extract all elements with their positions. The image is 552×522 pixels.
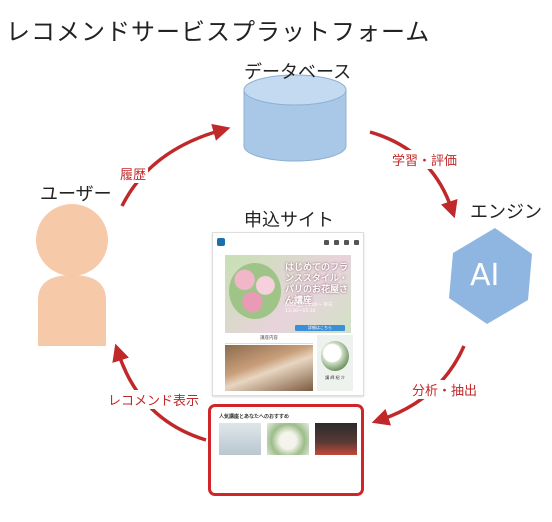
- recommend-card-1: [219, 423, 261, 455]
- engine-label: エンジン: [470, 202, 542, 223]
- recommendation-panel: 人気講座とあなたへのおすすめ: [208, 404, 364, 496]
- flower-photo: [229, 263, 281, 319]
- hero-detail-button: 詳細はこちら: [295, 325, 345, 331]
- course-content-section: 講座内容: [225, 335, 313, 391]
- site-header-icons: [324, 239, 359, 245]
- course-photo: [225, 345, 313, 391]
- course-content-caption: 講座内容: [225, 335, 313, 344]
- hero-title: はじめてのフランススタイル・パリのお花屋さん講座: [285, 263, 349, 306]
- edge-label-analyze-extract: 分析・抽出: [410, 380, 480, 399]
- user-label: ユーザー: [40, 184, 112, 205]
- arrow-learn-eval: [369, 130, 458, 219]
- instructor-caption: 講 師 紹 介: [325, 375, 345, 380]
- instructor-photo: [321, 341, 349, 371]
- edge-label-history: 履歴: [118, 164, 149, 183]
- arrow-history: [120, 123, 231, 207]
- instructor-section: 講 師 紹 介: [317, 335, 353, 391]
- calendar-icon: [334, 239, 339, 245]
- search-icon: [324, 239, 329, 245]
- engine-hexagon-icon: [449, 228, 532, 324]
- recommendation-title: 人気講座とあなたへのおすすめ: [219, 414, 290, 420]
- site-logo-icon: [217, 238, 225, 246]
- menu-icon: [354, 239, 359, 245]
- site-hero-banner: はじめてのフランススタイル・パリのお花屋さん講座 6/20(土) 13:00〜 …: [225, 255, 351, 333]
- site-label: 申込サイト: [244, 210, 334, 231]
- site-screenshot: はじめてのフランススタイル・パリのお花屋さん講座 6/20(土) 13:00〜 …: [212, 232, 364, 396]
- user-icon-small: [344, 239, 349, 245]
- database-icon: [243, 74, 347, 162]
- recommend-card-3: [315, 423, 357, 455]
- database-label: データベース: [244, 62, 352, 83]
- page-title: レコメンドサービスプラットフォーム: [6, 18, 431, 46]
- ai-badge: AI: [470, 258, 500, 293]
- recommend-card-2: [267, 423, 309, 455]
- edge-label-learn-eval: 学習・評価: [390, 150, 460, 169]
- site-header: [213, 233, 363, 251]
- edge-label-recommend-display: レコメンド表示: [106, 390, 202, 409]
- hero-info: 6/20(土) 13:00〜 単日 13:30〜15:30: [285, 303, 333, 314]
- user-icon: [36, 204, 108, 346]
